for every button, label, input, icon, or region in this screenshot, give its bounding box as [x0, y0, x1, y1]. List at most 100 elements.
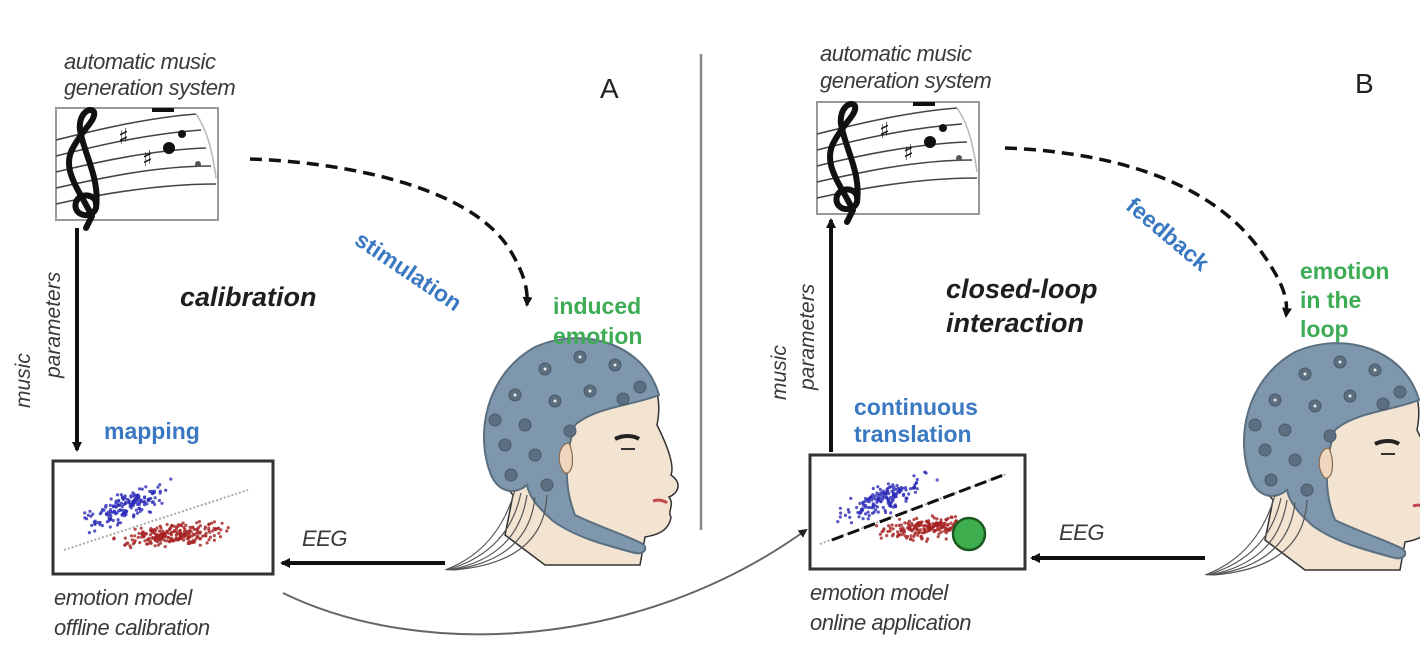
scatter-point-class-a	[115, 493, 120, 497]
scatter-point-class-b	[130, 538, 134, 542]
scatter-point-class-b	[887, 524, 891, 528]
scatter-point-class-a	[114, 501, 118, 505]
scatter-point-class-b	[170, 524, 174, 528]
scatter-point-class-b	[182, 535, 186, 539]
scatter-point-class-b	[935, 527, 940, 532]
scatter-point-class-b	[923, 523, 927, 528]
model-label-a-line1: emotion model	[54, 585, 192, 610]
scatter-point-class-a	[89, 514, 93, 518]
scatter-point-class-b	[220, 521, 224, 525]
scatter-point-class-b	[174, 533, 178, 537]
scatter-point-class-b	[165, 539, 169, 543]
system-label-b-line2: generation system	[820, 68, 992, 93]
scatter-point-class-b	[156, 543, 160, 547]
scatter-point-class-a	[140, 487, 144, 491]
scatter-point-class-b	[216, 526, 220, 530]
scatter-point-class-b	[179, 523, 183, 527]
scatter-point-class-b	[890, 534, 895, 538]
scatter-point-class-b	[949, 521, 953, 525]
scatter-point-class-a	[91, 512, 95, 516]
scatter-point-class-b	[944, 531, 948, 535]
scatter-point-class-b	[219, 528, 223, 532]
scatter-point-class-b	[908, 537, 913, 541]
scatter-point-class-b	[150, 531, 154, 535]
scatter-point-class-a	[149, 496, 153, 501]
scatter-point-class-b	[187, 535, 191, 540]
params-label-b-line1: music	[768, 345, 791, 400]
scatter-point-class-b	[885, 534, 889, 538]
scatter-point-class-a	[142, 500, 146, 504]
scatter-point-class-a	[143, 496, 147, 500]
scatter-point-class-a	[88, 509, 92, 513]
scatter-point-class-a	[140, 508, 144, 512]
params-label-b-line2: parameters	[796, 283, 819, 390]
model-label-b-line1: emotion model	[810, 580, 948, 605]
scatter-point-class-a	[129, 495, 133, 499]
scatter-point-class-a	[903, 486, 908, 490]
scatter-point-class-a	[836, 520, 840, 524]
scatter-point-class-b	[159, 532, 163, 536]
scatter-point-class-b	[935, 517, 939, 521]
scatter-point-class-b	[944, 518, 949, 522]
scatter-point-class-b	[195, 535, 199, 539]
scatter-point-class-a	[93, 522, 97, 526]
scatter-point-class-a	[111, 505, 115, 509]
scatter-point-class-a	[892, 488, 896, 492]
scatter-point-class-a	[885, 496, 889, 500]
scatter-point-class-b	[915, 525, 919, 529]
scatter-point-class-b	[937, 532, 941, 536]
scatter-point-class-b	[165, 522, 169, 527]
scatter-point-class-a	[153, 496, 157, 500]
scatter-point-class-b	[175, 530, 179, 534]
model-transfer-arrow	[282, 528, 808, 636]
emotion-loop-label-line1: emotion	[1300, 258, 1390, 284]
scatter-point-class-b	[217, 531, 221, 535]
scatter-point-class-b	[882, 527, 886, 531]
scatter-point-class-b	[897, 517, 902, 521]
scatter-point-class-b	[940, 526, 944, 530]
model-label-a-line2: offline calibration	[54, 615, 210, 640]
scatter-point-class-b	[899, 529, 903, 533]
scatter-point-class-b	[146, 542, 150, 546]
scatter-point-class-b	[195, 521, 199, 525]
scatter-point-class-b	[184, 523, 188, 527]
scatter-point-class-a	[872, 510, 876, 514]
scatter-point-class-a	[857, 515, 861, 519]
scatter-point-class-b	[920, 536, 924, 540]
scatter-point-class-a	[169, 477, 173, 481]
scatter-point-class-a	[843, 513, 848, 518]
scatter-point-class-a	[861, 517, 865, 521]
scatter-point-class-a	[905, 496, 909, 500]
scatter-point-class-b	[172, 530, 176, 534]
scatter-point-class-a	[117, 503, 121, 507]
scatter-point-class-b	[163, 545, 167, 549]
scatter-point-class-a	[93, 529, 97, 533]
scatter-point-class-b	[169, 532, 173, 536]
scatter-point-class-b	[207, 523, 211, 527]
scatter-point-class-a	[914, 481, 919, 485]
scatter-point-class-b	[159, 526, 163, 530]
music-score-icon	[56, 108, 218, 228]
scatter-point-class-b	[182, 538, 186, 542]
scatter-point-class-a	[108, 503, 112, 507]
scatter-point-class-a	[116, 521, 120, 525]
scatter-point-class-b	[926, 537, 930, 541]
scatter-point-class-b	[142, 534, 146, 538]
scatter-point-class-b	[125, 541, 129, 545]
scatter-point-class-a	[158, 489, 162, 493]
scatter-point-class-b	[137, 531, 141, 536]
scatter-point-class-a	[849, 496, 853, 500]
params-label-a-line2: parameters	[42, 271, 65, 378]
scatter-point-class-b	[183, 527, 187, 531]
scatter-point-class-a	[111, 518, 115, 523]
scatter-point-class-a	[838, 506, 843, 510]
scatter-point-class-a	[839, 511, 843, 515]
scatter-point-class-a	[908, 487, 913, 491]
scatter-point-class-a	[864, 512, 868, 516]
panel-letter-a: A	[600, 73, 619, 104]
scatter-point-class-b	[878, 532, 882, 536]
scatter-point-class-a	[131, 491, 135, 495]
scatter-point-class-a	[861, 501, 865, 505]
scatter-point-class-a	[87, 531, 91, 535]
scatter-point-class-b	[905, 536, 909, 540]
